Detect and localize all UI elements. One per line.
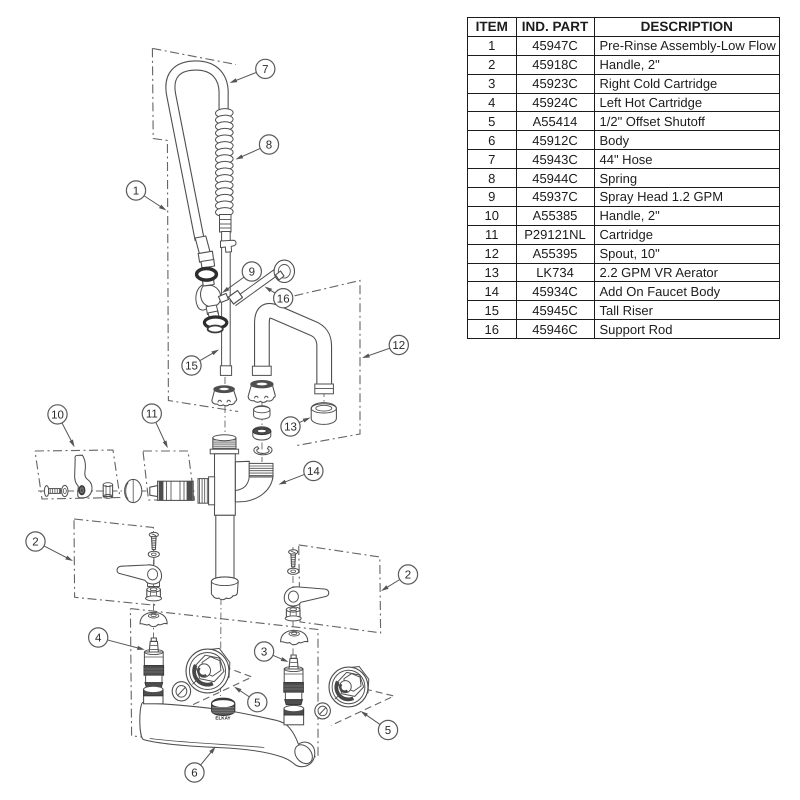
svg-text:ELKAY: ELKAY	[215, 716, 230, 721]
svg-text:7: 7	[262, 64, 268, 76]
svg-text:13: 13	[284, 422, 297, 434]
svg-text:3: 3	[261, 647, 267, 659]
svg-text:9: 9	[249, 267, 255, 279]
svg-text:2: 2	[405, 570, 411, 582]
svg-text:5: 5	[254, 697, 260, 709]
svg-text:16: 16	[277, 293, 290, 305]
svg-text:2: 2	[32, 537, 38, 549]
svg-text:14: 14	[307, 466, 320, 478]
svg-text:15: 15	[185, 361, 198, 373]
svg-text:6: 6	[191, 768, 197, 780]
svg-text:1: 1	[133, 186, 139, 198]
svg-text:4: 4	[95, 633, 102, 645]
svg-text:8: 8	[266, 140, 272, 152]
svg-text:12: 12	[392, 340, 405, 352]
svg-text:10: 10	[51, 410, 64, 422]
svg-text:5: 5	[385, 725, 391, 737]
svg-text:11: 11	[146, 409, 158, 421]
